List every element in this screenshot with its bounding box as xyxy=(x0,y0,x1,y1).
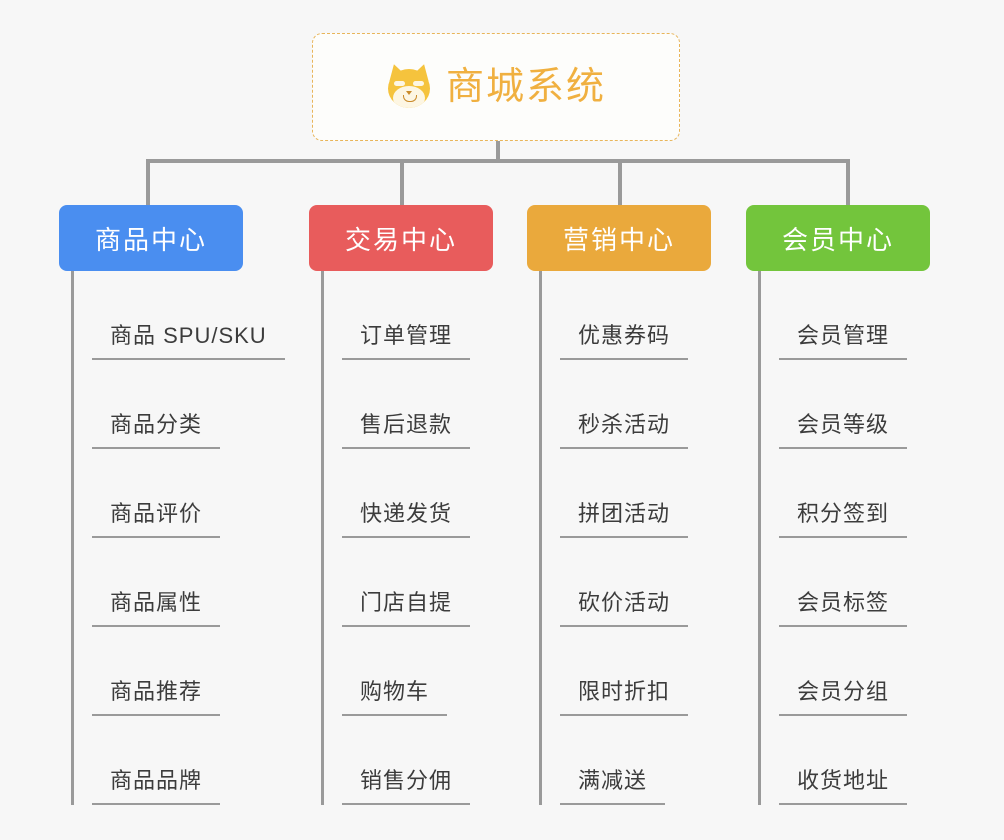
list-item[interactable]: 限时折扣 xyxy=(560,627,711,716)
leaf-label: 限时折扣 xyxy=(560,674,689,716)
list-item[interactable]: 销售分佣 xyxy=(342,716,493,805)
leaf-label: 商品 SPU/SKU xyxy=(92,318,285,360)
list-item[interactable]: 会员标签 xyxy=(779,538,930,627)
leaf-label: 会员等级 xyxy=(779,407,908,449)
list-item[interactable]: 会员分组 xyxy=(779,627,930,716)
leaf-label: 会员标签 xyxy=(779,585,908,627)
category-column-member: 会员中心 会员管理 会员等级 积分签到 会员标签 会员分组 收货地址 xyxy=(746,205,930,805)
leaf-label: 秒杀活动 xyxy=(560,407,689,449)
list-item[interactable]: 秒杀活动 xyxy=(560,360,711,449)
leaf-label: 拼团活动 xyxy=(560,496,689,538)
leaf-label: 商品品牌 xyxy=(92,763,221,805)
list-item[interactable]: 商品 SPU/SKU xyxy=(92,271,285,360)
connector-drop-4 xyxy=(846,159,850,209)
leaf-label: 会员分组 xyxy=(779,674,908,716)
connector-horizontal-bus xyxy=(146,159,850,163)
leaf-label: 商品属性 xyxy=(92,585,221,627)
list-item[interactable]: 快递发货 xyxy=(342,449,493,538)
leaf-label: 积分签到 xyxy=(779,496,908,538)
list-item[interactable]: 砍价活动 xyxy=(560,538,711,627)
category-column-trade: 交易中心 订单管理 售后退款 快递发货 门店自提 购物车 销售分佣 xyxy=(309,205,493,805)
list-item[interactable]: 购物车 xyxy=(342,627,493,716)
leaf-label: 会员管理 xyxy=(779,318,908,360)
connector-drop-3 xyxy=(618,159,622,209)
category-header-product[interactable]: 商品中心 xyxy=(59,205,243,271)
list-item[interactable]: 优惠券码 xyxy=(560,271,711,360)
connector-root-stem xyxy=(496,141,500,163)
dog-face-icon xyxy=(385,61,433,110)
list-item[interactable]: 积分签到 xyxy=(779,449,930,538)
category-column-product: 商品中心 商品 SPU/SKU 商品分类 商品评价 商品属性 商品推荐 商品品牌 xyxy=(59,205,285,805)
connector-drop-1 xyxy=(146,159,150,209)
category-column-marketing: 营销中心 优惠券码 秒杀活动 拼团活动 砍价活动 限时折扣 满减送 xyxy=(527,205,711,805)
leaf-list-trade: 订单管理 售后退款 快递发货 门店自提 购物车 销售分佣 xyxy=(321,271,493,805)
leaf-list-marketing: 优惠券码 秒杀活动 拼团活动 砍价活动 限时折扣 满减送 xyxy=(539,271,711,805)
leaf-label: 收货地址 xyxy=(779,763,908,805)
root-node[interactable]: 商城系统 xyxy=(312,33,680,141)
list-item[interactable]: 商品推荐 xyxy=(92,627,243,716)
category-header-trade[interactable]: 交易中心 xyxy=(309,205,493,271)
leaf-list-product: 商品 SPU/SKU 商品分类 商品评价 商品属性 商品推荐 商品品牌 xyxy=(71,271,285,805)
leaf-list-member: 会员管理 会员等级 积分签到 会员标签 会员分组 收货地址 xyxy=(758,271,930,805)
list-item[interactable]: 会员管理 xyxy=(779,271,930,360)
leaf-label: 销售分佣 xyxy=(342,763,471,805)
list-item[interactable]: 售后退款 xyxy=(342,360,493,449)
leaf-label: 快递发货 xyxy=(342,496,471,538)
leaf-label: 商品推荐 xyxy=(92,674,221,716)
list-item[interactable]: 门店自提 xyxy=(342,538,493,627)
list-item[interactable]: 商品属性 xyxy=(92,538,243,627)
list-item[interactable]: 商品分类 xyxy=(92,360,243,449)
list-item[interactable]: 收货地址 xyxy=(779,716,930,805)
leaf-label: 砍价活动 xyxy=(560,585,689,627)
leaf-label: 门店自提 xyxy=(342,585,471,627)
leaf-label: 订单管理 xyxy=(342,318,471,360)
connector-drop-2 xyxy=(400,159,404,209)
list-item[interactable]: 订单管理 xyxy=(342,271,493,360)
root-title: 商城系统 xyxy=(445,66,606,108)
category-header-marketing[interactable]: 营销中心 xyxy=(527,205,711,271)
leaf-label: 满减送 xyxy=(560,763,666,805)
leaf-label: 商品分类 xyxy=(92,407,221,449)
leaf-label: 商品评价 xyxy=(92,496,221,538)
list-item[interactable]: 满减送 xyxy=(560,716,711,805)
leaf-label: 购物车 xyxy=(342,674,448,716)
category-header-member[interactable]: 会员中心 xyxy=(746,205,930,271)
leaf-label: 售后退款 xyxy=(342,407,471,449)
list-item[interactable]: 拼团活动 xyxy=(560,449,711,538)
list-item[interactable]: 商品品牌 xyxy=(92,716,243,805)
list-item[interactable]: 会员等级 xyxy=(779,360,930,449)
list-item[interactable]: 商品评价 xyxy=(92,449,243,538)
leaf-label: 优惠券码 xyxy=(560,318,689,360)
